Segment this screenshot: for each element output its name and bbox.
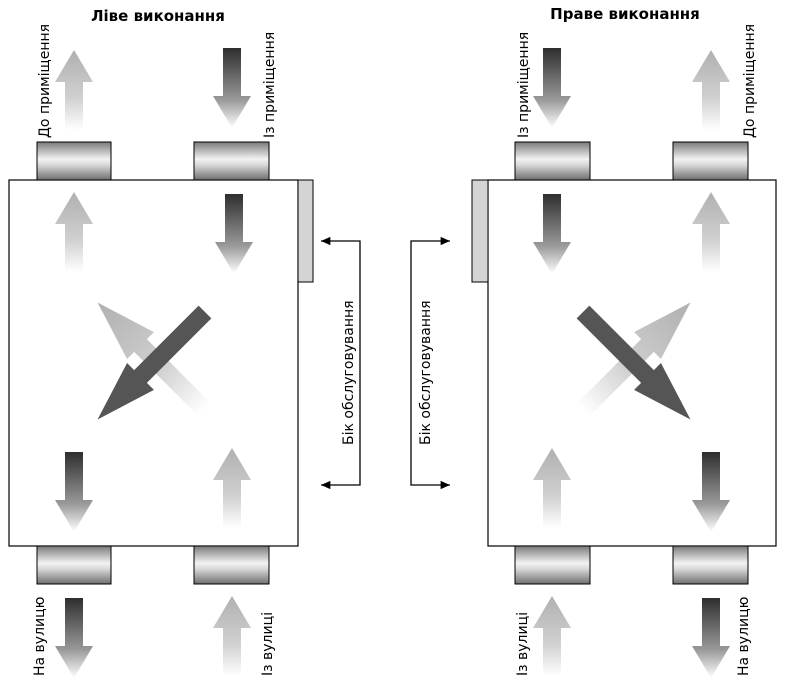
right-duct-outdoor — [514, 545, 591, 585]
right-label-supply-out: До приміщення — [742, 24, 758, 138]
right-label-extract-in: Із приміщення — [516, 32, 532, 138]
left-arrow-extract-in — [213, 48, 251, 128]
left-arrow-supply-out — [55, 50, 93, 130]
right-duct-exhaust — [672, 545, 749, 585]
right-arrow-extract-in — [533, 48, 571, 128]
left-duct-supply — [36, 141, 112, 181]
right-service-panel — [471, 179, 489, 283]
right-label-exhaust-out: На вулицю — [736, 596, 752, 676]
right-duct-supply — [672, 141, 749, 181]
service-side-label-left: Бік обслуговування — [341, 300, 357, 445]
service-side-indicator-right: Бік обслуговування — [410, 236, 450, 490]
left-unit-title: Ліве виконання — [91, 7, 225, 25]
right-arrow-supply-out — [692, 50, 730, 130]
right-unit: Праве виконання Із приміщення До приміще… — [471, 5, 777, 678]
left-service-panel — [297, 179, 314, 283]
left-duct-outdoor — [193, 545, 270, 585]
right-arrow-exhaust-out — [692, 598, 730, 678]
right-duct-extract — [514, 141, 591, 181]
left-arrow-exhaust-out — [55, 598, 93, 678]
right-arrow-outdoor-in — [533, 596, 571, 676]
service-side-indicator-left: Бік обслуговування — [321, 236, 361, 490]
left-unit: Ліве виконання До приміщення Із приміщен… — [8, 7, 314, 678]
left-label-exhaust-out: На вулицю — [32, 596, 48, 676]
left-label-extract-in: Із приміщення — [262, 32, 278, 138]
left-duct-extract — [193, 141, 270, 181]
left-duct-exhaust — [36, 545, 112, 585]
left-arrow-outdoor-in — [213, 596, 251, 676]
right-label-outdoor-in: Із вулиці — [515, 612, 531, 676]
service-side-label-right: Бік обслуговування — [418, 300, 434, 445]
left-label-supply-out: До приміщення — [37, 24, 53, 138]
right-unit-title: Праве виконання — [550, 5, 700, 23]
left-label-outdoor-in: Із вулиці — [260, 612, 276, 676]
